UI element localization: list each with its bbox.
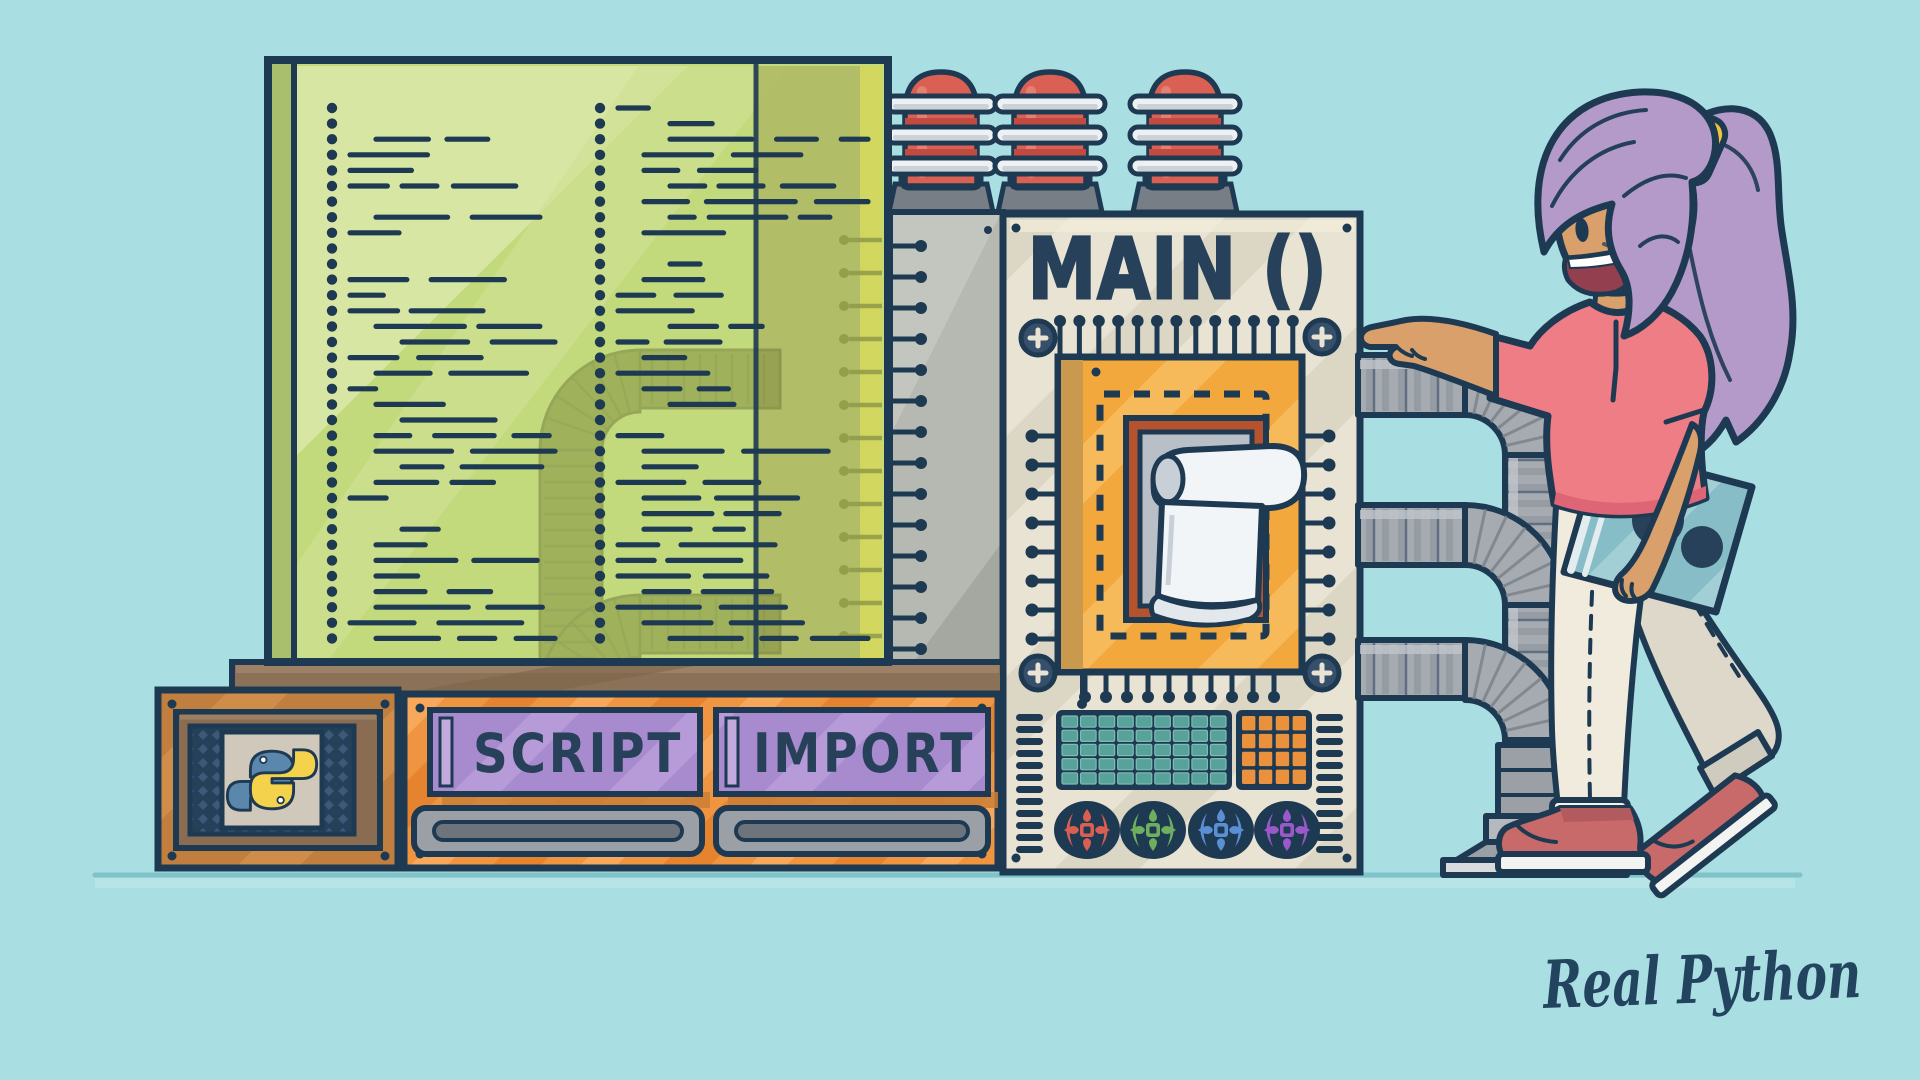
back-cuff [1697, 729, 1775, 797]
vent-slats-right [1316, 714, 1343, 853]
rivet-dot [984, 226, 992, 234]
main-panel: MAIN () [999, 210, 1364, 876]
panel-title: MAIN () [1028, 220, 1328, 318]
vent-slats-left [1016, 714, 1043, 853]
teal-grid [1056, 710, 1232, 790]
holding-arm [1612, 421, 1705, 604]
globe-icon [1054, 801, 1120, 859]
import-button-label: IMPORT [753, 722, 975, 785]
woman-figure [1357, 88, 1797, 899]
python-logo-icon [225, 748, 319, 812]
script-button-label: SCRIPT [473, 722, 683, 785]
tower-pins [893, 240, 927, 655]
vent-grille [411, 805, 991, 857]
front-sneaker [1495, 805, 1651, 875]
orange-grid [1236, 710, 1312, 790]
panel-pins-row [1054, 315, 1299, 356]
screw-icons [1018, 317, 1342, 693]
cpu-chip [1025, 353, 1336, 703]
import-button: IMPORT [713, 707, 991, 797]
pointing-arm [1357, 315, 1499, 399]
real-python-signature: Real Python [1540, 935, 1862, 1024]
globe-icons [1054, 801, 1320, 859]
globe-icon [1120, 801, 1186, 859]
globe-icon [1254, 801, 1320, 859]
script-button: SCRIPT [427, 707, 703, 797]
python-logo-box [154, 686, 402, 872]
vacuum-tube-lights [883, 69, 1243, 215]
code-text-lines [326, 102, 871, 644]
code-screen [264, 56, 892, 666]
machine-tower [887, 209, 1006, 696]
globe-icon [1188, 801, 1254, 859]
control-console: SCRIPT IMPORT [400, 690, 1002, 872]
hair-front [1534, 88, 1719, 340]
document-scroll-icon [1148, 443, 1308, 628]
